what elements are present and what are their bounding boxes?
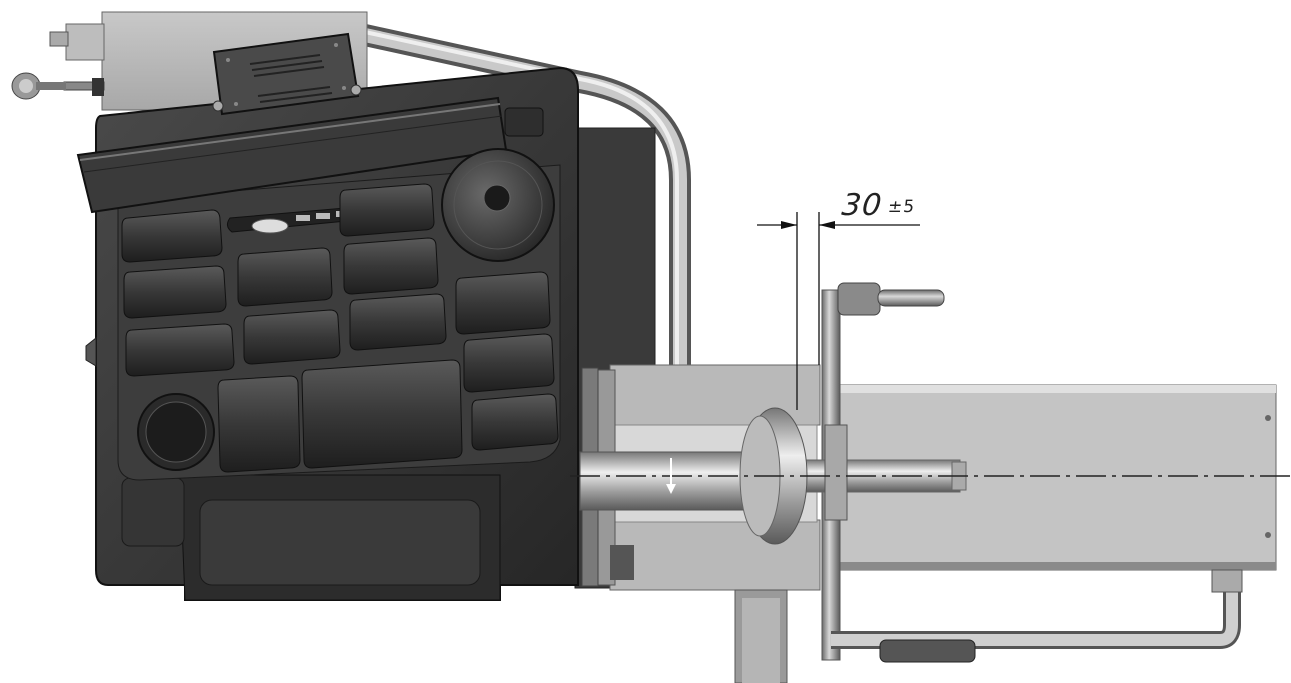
right-box <box>839 384 1277 571</box>
dimension-value: 30 <box>840 188 885 223</box>
arrow-down-icon <box>666 458 676 494</box>
key <box>343 237 439 295</box>
knob <box>137 393 215 471</box>
key <box>463 333 555 393</box>
key <box>243 309 341 365</box>
dial-icon <box>441 148 555 262</box>
key <box>455 271 551 335</box>
key <box>125 323 235 377</box>
keypad <box>121 183 559 473</box>
key <box>471 393 559 451</box>
key <box>121 209 223 263</box>
display-bracket <box>212 32 362 116</box>
dimension-tolerance: ±5 <box>887 196 917 217</box>
dimension-lines <box>757 212 920 410</box>
panel-pocket <box>504 107 544 137</box>
dimension-label: 30±5 <box>840 188 917 223</box>
key <box>123 265 227 319</box>
key <box>237 247 333 307</box>
frame-tube <box>354 24 691 381</box>
key <box>339 183 435 237</box>
key <box>349 293 447 351</box>
key <box>301 359 463 469</box>
key <box>217 375 301 473</box>
side-clip <box>85 336 97 367</box>
handle <box>837 282 945 316</box>
